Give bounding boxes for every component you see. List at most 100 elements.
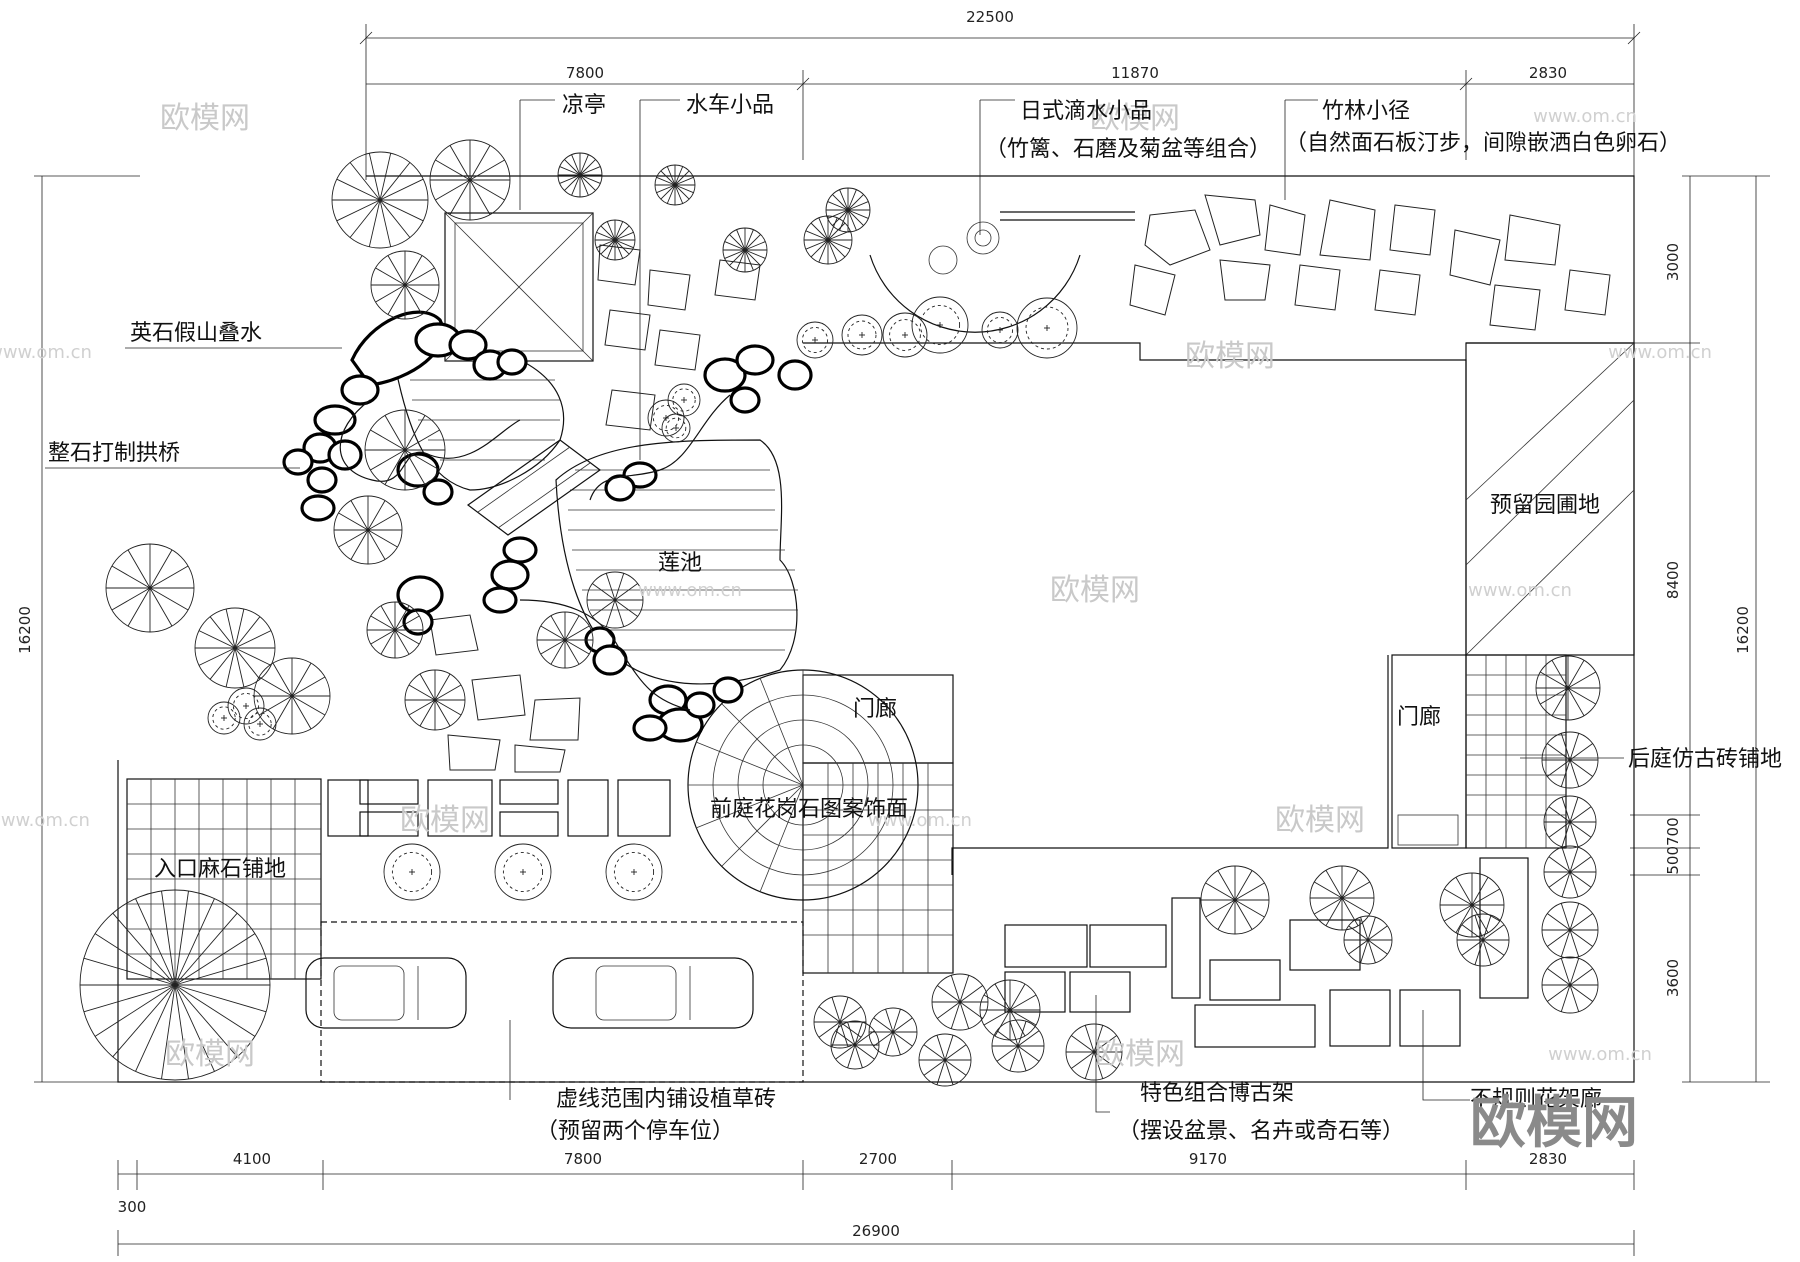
dim-bottom-total: 26900 [852, 1222, 900, 1240]
label-bamboo-path-1: 竹林小径 [1322, 99, 1410, 124]
label-back-yard-paving: 后庭仿古砖铺地 [1628, 747, 1782, 772]
tree-symbol [991, 1019, 1045, 1073]
label-lotus-pond: 莲池 [658, 551, 702, 576]
watermark-text: 欧模网 [1090, 101, 1180, 136]
shrub-symbol [207, 701, 241, 735]
tree-symbol [404, 669, 466, 731]
tree-symbol [1543, 795, 1597, 849]
dim-bottom-seg-1: 4100 [233, 1150, 271, 1168]
bottom-dimensions: 4100 7800 2700 9170 2830 300 26900 [117, 1150, 1635, 1256]
label-rockery: 英石假山叠水 [130, 321, 262, 346]
tree-symbol [1065, 1023, 1123, 1081]
dim-right-height: 16200 [1734, 606, 1752, 654]
tree-symbol [1439, 872, 1505, 938]
car-2 [552, 957, 754, 1029]
back-yard-antique-brick [1465, 654, 1567, 849]
dim-left-height: 16200 [16, 606, 34, 654]
shrub-symbol [1016, 297, 1078, 359]
dim-right-seg-4: 3600 [1664, 959, 1682, 997]
granite-pattern-paving [687, 669, 919, 901]
tree-symbol [1343, 915, 1393, 965]
label-bogu-shelf-1: 特色组合博古架 [1140, 1081, 1294, 1106]
watermark-url: www.om.cn [1533, 106, 1637, 127]
palm-symbol [722, 227, 768, 273]
watermark-text: 欧模网 [165, 1037, 255, 1072]
tree-symbol [1535, 655, 1601, 721]
shrub-symbol [796, 321, 834, 359]
label-bamboo-path-2: （自然面石板汀步，间隙嵌洒白色卵石） [1285, 131, 1681, 156]
tree-symbol [918, 1033, 972, 1087]
dim-right-seg-1: 3000 [1664, 243, 1682, 281]
stream [339, 394, 731, 711]
tree-symbol [1309, 865, 1375, 931]
label-porch-front: 门廊 [853, 697, 897, 722]
palm-symbol [594, 219, 636, 261]
label-pavilion: 凉亭 [562, 93, 606, 118]
tree-symbol [868, 1007, 918, 1057]
tree-symbol [1541, 956, 1599, 1014]
label-grass-brick-1: 虚线范围内铺设植草砖 [556, 1087, 776, 1112]
watermark-text: 欧模网 [1050, 573, 1140, 608]
tree-symbol [830, 1020, 880, 1070]
tree-symbol [79, 889, 271, 1081]
parking-area [305, 921, 804, 1083]
tree-symbol [1543, 845, 1597, 899]
tree-symbol [1200, 865, 1270, 935]
dim-top-seg-1: 7800 [566, 64, 604, 82]
watermark-text: 欧模网 [1275, 803, 1365, 838]
palm-symbol [825, 187, 871, 233]
tree-symbol [1456, 913, 1510, 967]
palm-symbol [557, 152, 603, 198]
dim-right-seg-2: 8400 [1664, 561, 1682, 599]
dim-bottom-seg-2: 7800 [564, 1150, 602, 1168]
label-entrance-paving: 入口麻石铺地 [154, 857, 286, 882]
shrub-symbol [243, 707, 277, 741]
label-japanese-water-1: 日式滴水小品 [1020, 99, 1152, 124]
tree-symbol [536, 611, 594, 669]
watermark-text: 欧模网 [1095, 1037, 1185, 1072]
shrub-symbol [494, 843, 552, 901]
tree-symbol [1541, 901, 1599, 959]
top-dimensions: 22500 7800 11870 2830 [359, 8, 1641, 180]
shrub-symbol [981, 311, 1019, 349]
annotations: 凉亭 水车小品 日式滴水小品 （竹篱、石磨及菊盆等组合） 竹林小径 （自然面石板… [45, 93, 1782, 1156]
palm-symbol [654, 164, 696, 206]
tree-symbol [370, 250, 440, 320]
label-front-yard-paving: 前庭花岗石图案饰面 [710, 797, 908, 822]
tree-symbol [931, 973, 989, 1031]
back-yard-slabs [1004, 857, 1529, 1048]
right-dimensions: 16200 3000 8400 500700 3600 [1630, 175, 1770, 1083]
shrub-symbol [383, 843, 441, 901]
label-reserved-garden: 预留园圃地 [1490, 493, 1600, 518]
palm-symbol [803, 215, 853, 265]
label-japanese-water-2: （竹篱、石磨及菊盆等组合） [985, 137, 1271, 162]
label-porch-back: 门廊 [1397, 705, 1441, 730]
tree-symbol [366, 601, 424, 659]
tree-symbol [1541, 731, 1599, 789]
watermarks: 欧模网 欧模网 www.om.cn 欧模网 www.om.cn www.om.c… [0, 101, 1712, 1072]
tree-symbol [979, 979, 1041, 1041]
brand-logo: 欧模网 [1470, 1091, 1638, 1156]
label-arch-bridge: 整石打制拱桥 [48, 441, 180, 466]
tree-symbol [586, 571, 644, 629]
left-dimensions: 16200 [16, 175, 140, 1083]
shrub-symbol [882, 312, 928, 358]
shrub-symbol [605, 843, 663, 901]
shrub-symbol [911, 296, 969, 354]
tree-symbol [105, 543, 195, 633]
watermark-url: www.om.cn [638, 580, 742, 601]
car-1 [305, 957, 467, 1029]
front-yard-slabs [327, 779, 671, 837]
label-bogu-shelf-2: （摆设盆景、名卉或奇石等） [1118, 1119, 1404, 1144]
dim-top-seg-2: 11870 [1111, 64, 1159, 82]
tree-symbol [429, 139, 511, 221]
trees [79, 139, 1601, 1087]
label-waterwheel: 水车小品 [686, 93, 774, 118]
label-flower-corridor: 不规则花架廊 [1470, 1087, 1602, 1112]
rockery-rocks [282, 310, 813, 743]
watermark-url: www.om.cn [1548, 1044, 1652, 1065]
watermark-url: www.om.cn [868, 810, 972, 831]
stone-arch-bridge [466, 439, 602, 536]
watermark-text: 欧模网 [1185, 339, 1275, 374]
